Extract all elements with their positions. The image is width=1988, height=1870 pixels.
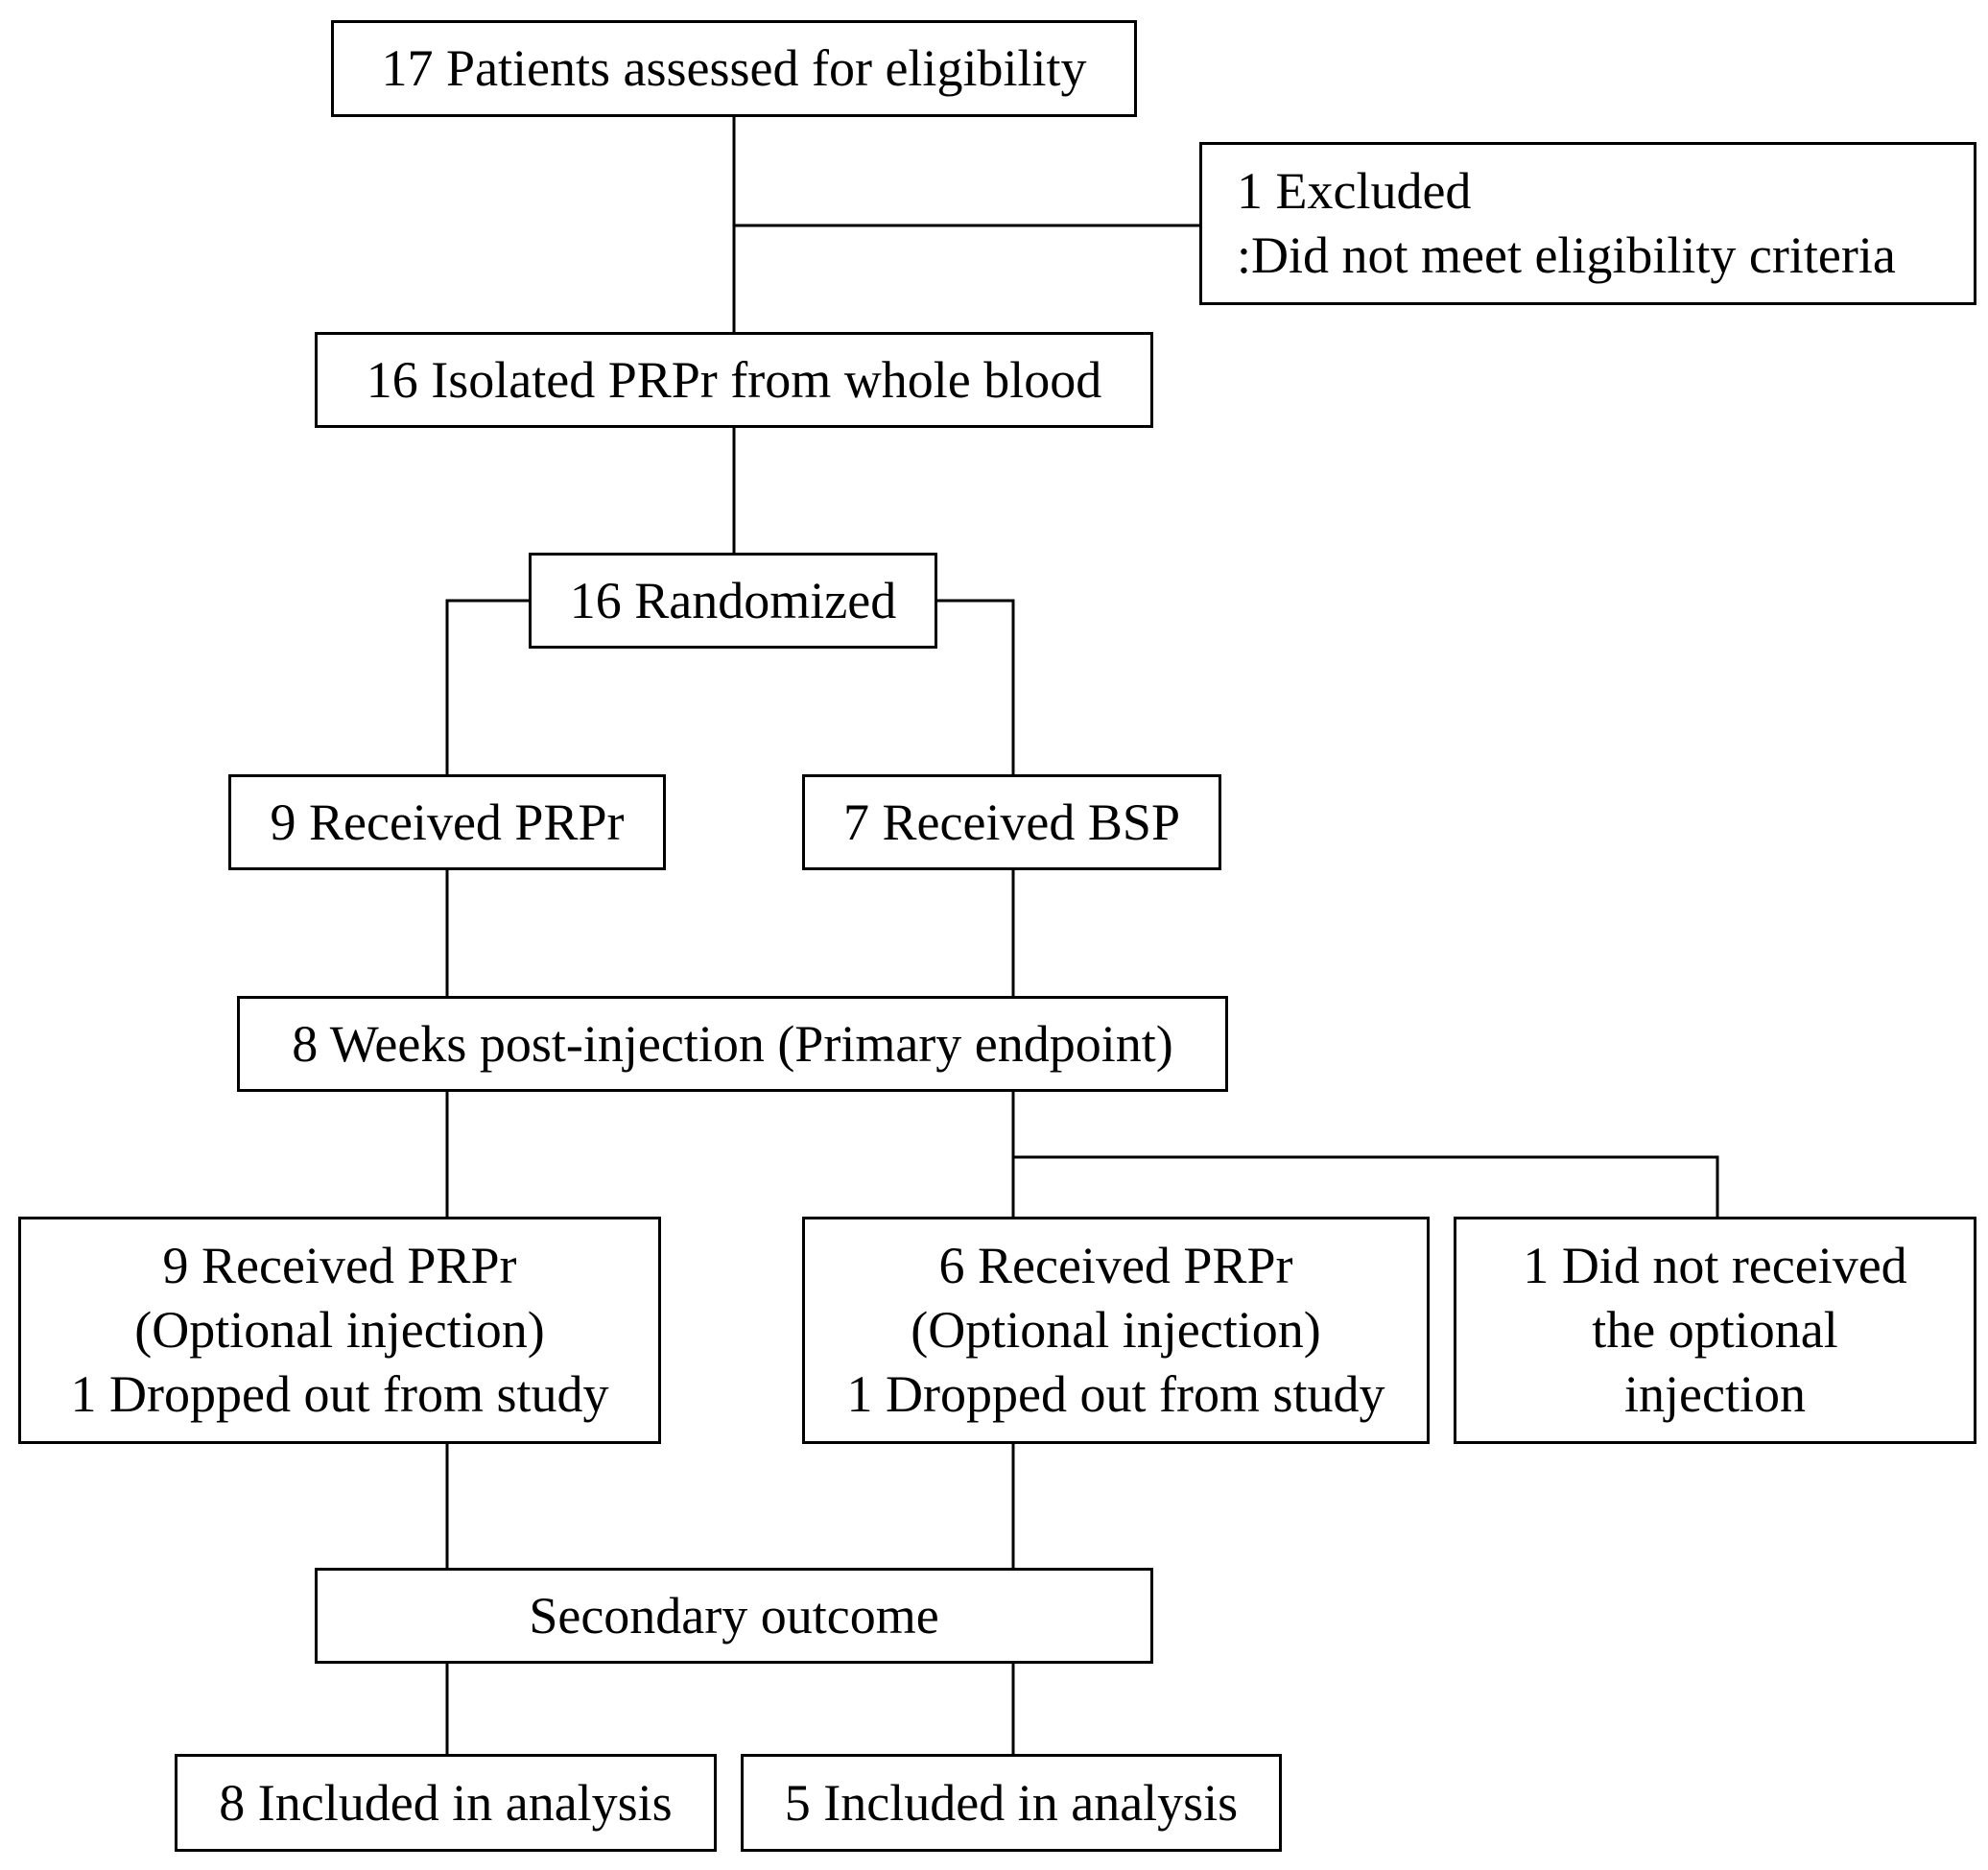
secondary-outcome-label: Secondary outcome — [529, 1586, 939, 1645]
not-received-line1: 1 Did not received — [1523, 1237, 1907, 1294]
not-received-line3: injection — [1624, 1365, 1806, 1423]
box-optional-right: 6 Received PRPr (Optional injection) 1 D… — [802, 1217, 1430, 1444]
received-bsp-label: 7 Received BSP — [843, 793, 1180, 851]
excluded-line2: :Did not meet eligibility criteria — [1237, 226, 1896, 284]
optional-left-line2: (Optional injection) — [134, 1301, 545, 1359]
not-received-line2: the optional — [1592, 1301, 1838, 1359]
box-primary-endpoint: 8 Weeks post-injection (Primary endpoint… — [237, 996, 1228, 1092]
received-prpr-label: 9 Received PRPr — [270, 793, 625, 851]
randomized-label: 16 Randomized — [569, 571, 897, 629]
isolated-label: 16 Isolated PRPr from whole blood — [366, 350, 1102, 409]
box-analysis-left: 8 Included in analysis — [175, 1754, 717, 1852]
connector-to-not-received — [1013, 1155, 1719, 1217]
box-optional-left: 9 Received PRPr (Optional injection) 1 D… — [18, 1217, 661, 1444]
box-received-bsp: 7 Received BSP — [802, 774, 1221, 870]
connector-randomized-prpr — [445, 599, 529, 774]
excluded-line1: 1 Excluded — [1237, 162, 1472, 220]
box-not-received: 1 Did not received the optional injectio… — [1454, 1217, 1976, 1444]
box-excluded: 1 Excluded :Did not meet eligibility cri… — [1199, 142, 1976, 305]
optional-left-line1: 9 Received PRPr — [162, 1237, 517, 1294]
connector-randomized-bsp — [937, 599, 1015, 774]
box-assessed: 17 Patients assessed for eligibility — [331, 20, 1137, 117]
analysis-right-label: 5 Included in analysis — [784, 1773, 1239, 1832]
optional-right-line1: 6 Received PRPr — [938, 1237, 1293, 1294]
box-randomized: 16 Randomized — [529, 553, 937, 649]
box-isolated: 16 Isolated PRPr from whole blood — [315, 332, 1153, 428]
optional-right-line2: (Optional injection) — [911, 1301, 1321, 1359]
box-analysis-right: 5 Included in analysis — [741, 1754, 1282, 1852]
box-received-prpr: 9 Received PRPr — [228, 774, 666, 870]
assessed-label: 17 Patients assessed for eligibility — [381, 39, 1087, 97]
optional-left-line3: 1 Dropped out from study — [70, 1365, 609, 1423]
primary-endpoint-label: 8 Weeks post-injection (Primary endpoint… — [292, 1014, 1173, 1073]
box-secondary-outcome: Secondary outcome — [315, 1568, 1153, 1664]
analysis-left-label: 8 Included in analysis — [219, 1773, 673, 1832]
optional-right-line3: 1 Dropped out from study — [846, 1365, 1385, 1423]
